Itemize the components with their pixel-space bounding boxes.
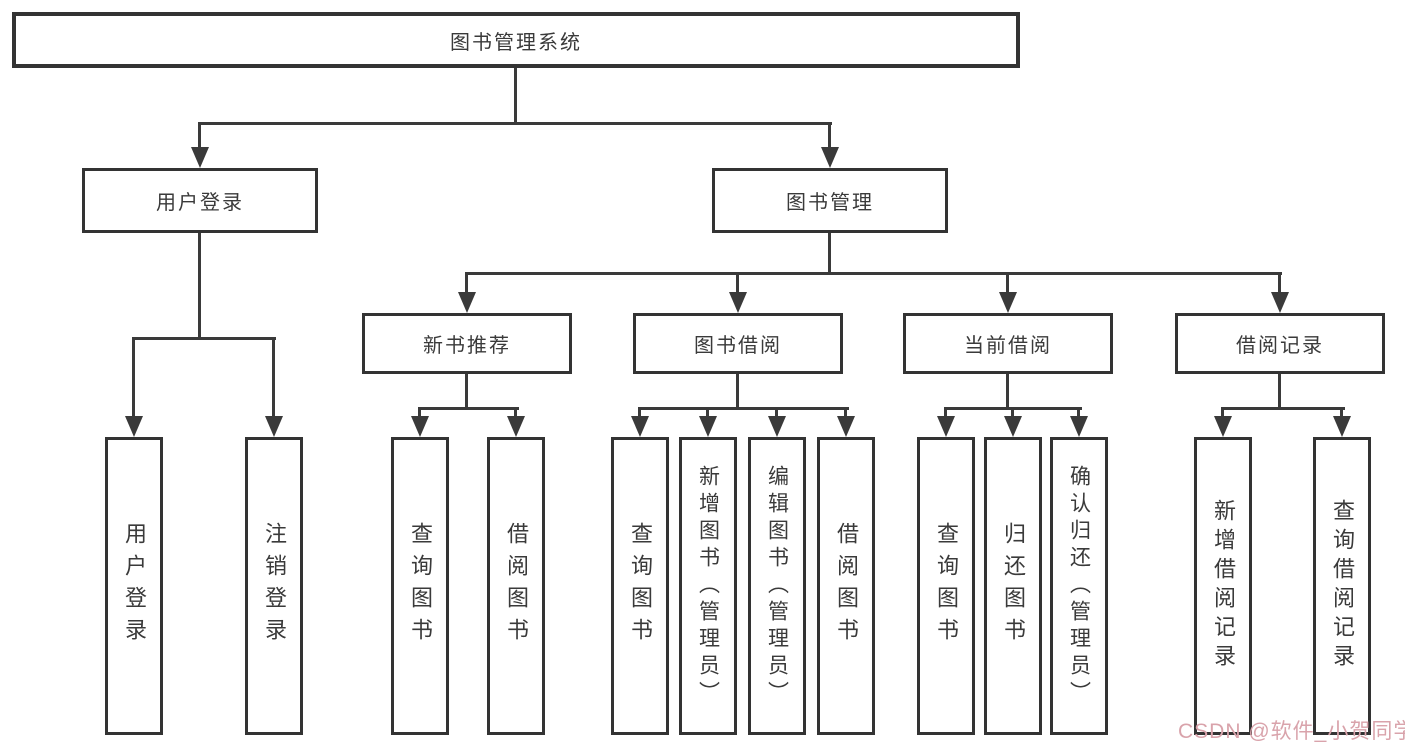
connector-line [828,233,831,275]
connector-line [775,407,778,418]
arrow-down-icon [729,292,747,313]
connector-line [198,122,201,149]
connector-line [1011,407,1014,418]
connector-line [465,272,468,295]
arrow-down-icon [1214,416,1232,437]
arrow-down-icon [191,147,209,168]
connector-line [736,374,739,408]
connector-line [1006,272,1009,295]
leaf-borrow-books-recommend: 借阅图书 [487,437,545,735]
node-label: 用户登录 [156,192,244,214]
leaf-add-books-admin: 新增图书（管理员） [679,437,737,735]
leaf-user-login: 用户登录 [105,437,163,735]
leaf-label: 查询图书 [934,522,959,650]
connector-line [198,122,832,125]
arrow-down-icon [631,416,649,437]
connector-line [1278,272,1281,295]
node-label: 新书推荐 [423,335,511,357]
arrow-down-icon [1070,416,1088,437]
arrow-down-icon [699,416,717,437]
arrow-down-icon [821,147,839,168]
arrow-down-icon [999,292,1017,313]
connector-line [418,407,421,418]
arrow-down-icon [507,416,525,437]
leaf-label: 确认归还（管理员） [1067,464,1091,708]
connector-line [465,272,1282,275]
leaf-label: 用户登录 [122,522,147,650]
connector-line [1006,374,1009,408]
leaf-return-books: 归还图书 [984,437,1042,735]
leaf-logout: 注销登录 [245,437,303,735]
arrow-down-icon [1271,292,1289,313]
leaf-add-borrow-record: 新增借阅记录 [1194,437,1252,735]
leaf-label: 归还图书 [1001,522,1026,650]
connector-line [198,233,201,337]
connector-line [844,407,847,418]
node-current-borrowing: 当前借阅 [903,313,1113,374]
arrow-down-icon [768,416,786,437]
arrow-down-icon [265,416,283,437]
node-label: 当前借阅 [964,335,1052,357]
arrow-down-icon [125,416,143,437]
connector-line [272,337,275,417]
leaf-label: 新增借阅记录 [1211,499,1236,673]
arrow-down-icon [937,416,955,437]
leaf-label: 查询借阅记录 [1330,499,1355,673]
connector-line [1077,407,1080,418]
leaf-query-borrow-record: 查询借阅记录 [1313,437,1371,735]
leaf-label: 编辑图书（管理员） [765,464,789,708]
connector-line [638,407,849,410]
arrow-down-icon [837,416,855,437]
leaf-label: 新增图书（管理员） [696,464,720,708]
connector-line [465,374,468,408]
node-label: 图书借阅 [694,335,782,357]
connector-line [132,337,135,417]
leaf-label: 注销登录 [262,522,287,650]
connector-line [132,337,276,340]
leaf-label: 查询图书 [628,522,653,650]
node-borrowing-records: 借阅记录 [1175,313,1385,374]
connector-line [418,407,519,410]
leaf-query-books-borrowing: 查询图书 [611,437,669,735]
leaf-label: 查询图书 [408,522,433,650]
connector-line [638,407,641,418]
connector-line [1278,374,1281,408]
arrow-down-icon [1004,416,1022,437]
node-user-login: 用户登录 [82,168,318,233]
connector-line [944,407,947,418]
leaf-label: 借阅图书 [504,522,529,650]
leaf-label: 借阅图书 [834,522,859,650]
node-book-management: 图书管理 [712,168,948,233]
node-label: 借阅记录 [1236,335,1324,357]
connector-line [514,68,517,122]
leaf-borrow-books-borrowing: 借阅图书 [817,437,875,735]
csdn-watermark: CSDN @软件_小贺同学 [1178,720,1405,743]
leaf-edit-books-admin: 编辑图书（管理员） [748,437,806,735]
arrow-down-icon [458,292,476,313]
connector-line [736,272,739,295]
arrow-down-icon [411,416,429,437]
connector-line [1340,407,1343,418]
node-label: 图书管理系统 [450,31,582,54]
arrow-down-icon [1333,416,1351,437]
connector-line [828,122,831,149]
node-book-borrowing: 图书借阅 [633,313,843,374]
connector-line [514,407,517,418]
node-library-management-system: 图书管理系统 [12,12,1020,68]
connector-line [1221,407,1345,410]
node-new-book-recommend: 新书推荐 [362,313,572,374]
leaf-query-books-recommend: 查询图书 [391,437,449,735]
leaf-confirm-return-admin: 确认归还（管理员） [1050,437,1108,735]
connector-line [706,407,709,418]
connector-line [1221,407,1224,418]
leaf-query-books-current: 查询图书 [917,437,975,735]
node-label: 图书管理 [786,192,874,214]
